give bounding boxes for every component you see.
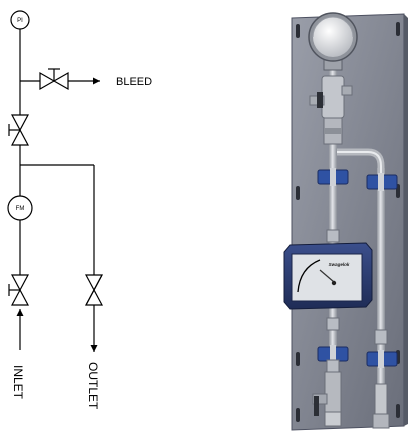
tube-clamp-lower-right — [366, 350, 398, 368]
isolation-valve-inlet — [312, 371, 342, 427]
pressure-gauge — [308, 12, 358, 71]
flow-meter-enclosure — [283, 242, 373, 310]
bleed-label: BLEED — [116, 76, 152, 88]
flow-meter-needle — [319, 269, 335, 283]
bleed-valve-assembly — [309, 75, 353, 119]
outlet-label: OUTLET — [86, 362, 100, 410]
mounting-panel — [291, 13, 405, 431]
flow-meter-window — [291, 253, 363, 302]
fm-label: FM — [16, 206, 25, 212]
flow-panel-illustration: Swagelok — [283, 12, 408, 431]
tube-fittings — [326, 229, 388, 373]
check-valve-symbol — [85, 274, 103, 306]
flow-schematic — [7, 10, 103, 352]
pi-label: PI — [17, 18, 23, 24]
tube-clamp-upper-left — [317, 168, 349, 186]
check-valve — [372, 383, 390, 429]
isolation-valve-upper — [323, 117, 343, 145]
tube-clamp-upper-right — [366, 173, 398, 191]
isolation-valve-upper-symbol — [8, 114, 29, 146]
inlet-label: INLET — [11, 365, 25, 400]
isolation-valve-inlet-symbol — [8, 274, 29, 306]
right-tube — [377, 168, 385, 408]
flow-meter-brand: Swagelok — [329, 262, 350, 267]
panel-mounting-holes — [296, 22, 400, 422]
bleed-valve-symbol — [39, 68, 69, 91]
